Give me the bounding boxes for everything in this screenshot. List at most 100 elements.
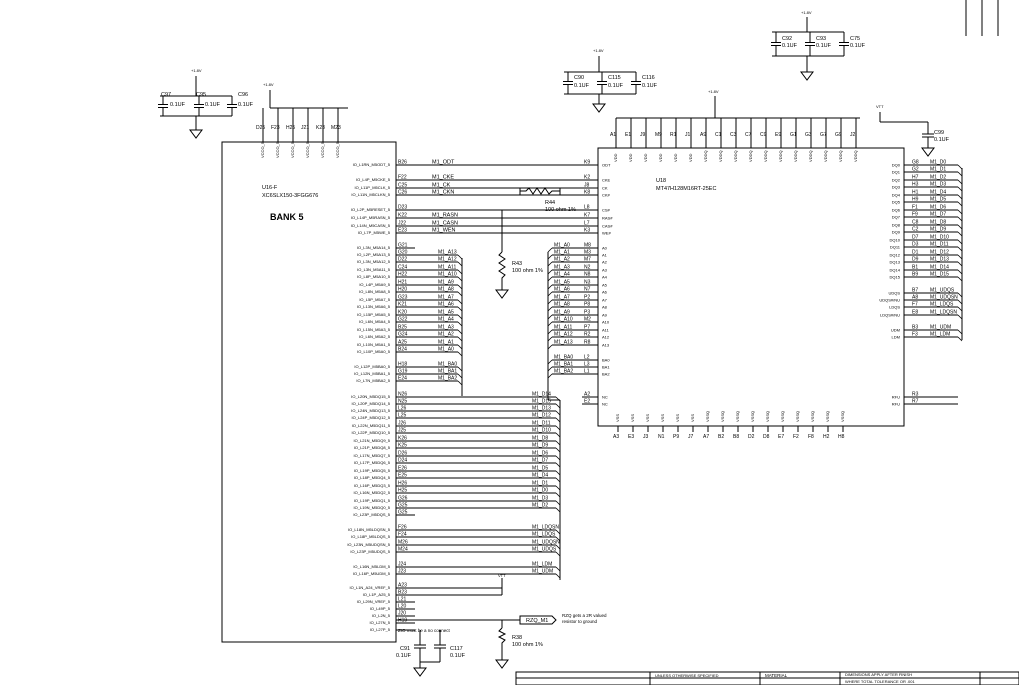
ddr-net-label: M1_D5 <box>930 197 946 203</box>
ddr-pin-name: A9 <box>602 313 608 318</box>
ddr-gnd-pin-number: H8 <box>838 434 845 440</box>
fpga-pin-name: IO_L19N_M5DQ0_5 <box>354 505 391 510</box>
net-label: M1_UDQS <box>532 547 557 553</box>
net-label: M1_A0 <box>438 347 454 353</box>
ddr-net-label: M1_D12 <box>930 250 949 256</box>
bus-entry <box>547 291 553 297</box>
ddr-pin-name: LDQS#/NU <box>880 313 900 318</box>
fpga-pin-name: IO_L8N_M5A8_5 <box>359 289 391 294</box>
bus-entry <box>547 314 553 320</box>
net-label: M1_D7 <box>532 458 548 464</box>
bus-nets: M1_ODTM1_CKEM1_CKM1_CKNM1_RASNM1_CASNM1_… <box>415 160 582 580</box>
net-label: M1_A3 <box>438 325 454 331</box>
bus-entry <box>457 299 463 305</box>
bus-entry <box>547 284 553 290</box>
net-label: M1_CK <box>432 183 451 189</box>
bus-entry <box>547 366 553 372</box>
ddr-gnd-pin-number: A7 <box>703 434 709 440</box>
vcc18-label: +1.8V <box>593 48 604 53</box>
power-pin-number: D25 <box>256 125 265 131</box>
net-label: M1_D11 <box>532 421 551 427</box>
fpga-pin-name: IO_L19P_M5DQ5_5 <box>354 468 391 473</box>
net-label: M1_A6 <box>554 287 570 293</box>
ddr-pin-name: UDQS#/NU <box>879 298 900 303</box>
bus-entry <box>555 410 561 416</box>
bus-entry <box>555 403 561 409</box>
ddr-pin-number: G2 <box>912 167 919 173</box>
fpga-pin-name: IO_L23P_M5DQS_5 <box>353 512 390 517</box>
cap-value: 0.1UF <box>642 83 658 89</box>
ddr-power-pin-name: VDD <box>658 153 663 162</box>
ddr-power-pin-number: G7 <box>820 132 827 138</box>
ddr2-u18: U18 MT47H128M16RT-25EC A1VDDE1VDDJ9VDDM9… <box>582 118 963 440</box>
fpga-power-pins: D25VCCO_5F23VCCO_5H25VCCO_5J21VCCO_5K23V… <box>256 108 341 158</box>
net-label: M1_CKN <box>432 190 454 196</box>
ground-icon <box>800 71 814 81</box>
net-label: M1_A6 <box>438 302 454 308</box>
fpga-pin-name: IO_L22P_M5DQ10_5 <box>352 430 391 435</box>
ddr-gnd-pin-name: VSSQ <box>705 411 710 422</box>
net-label: M1_BA2 <box>554 369 573 375</box>
net-label: M1_D6 <box>532 451 548 457</box>
ddr-pin-name: A11 <box>602 328 610 333</box>
ddr-pin-name: DQ7 <box>892 215 901 220</box>
fpga-pin-number: E25 <box>398 473 407 479</box>
fpga-pin-number: G25 <box>398 510 408 516</box>
cap-label: C117 <box>450 646 463 652</box>
fpga-pin-name: IO_L1RN_M5ODT_5 <box>353 162 391 167</box>
ddr-net-label: M1_D4 <box>930 190 946 196</box>
fpga-pin-number: H25 <box>398 488 407 494</box>
ddr-pin-number: P8 <box>584 302 590 308</box>
net-label: M1_BA0 <box>554 355 573 361</box>
ddr-pin-number: A2 <box>584 392 590 398</box>
ddr-pin-name: BA0 <box>602 358 610 363</box>
ddr-gnd-pin-number: B8 <box>733 434 739 440</box>
ddr-pin-number: B9 <box>912 272 918 278</box>
ddr-gnd-pin-number: D8 <box>763 434 770 440</box>
cap-value: 0.1UF <box>850 43 866 49</box>
bus-entry <box>555 447 561 453</box>
fpga-pin-name: IO_L20P_M5DQ14_5 <box>352 401 391 406</box>
fpga-pin-number: M24 <box>398 547 408 553</box>
fpga-pin-number: F22 <box>398 175 407 181</box>
fpga-pin-number: G22 <box>398 317 408 323</box>
ddr-pin-name: DQ3 <box>892 185 901 190</box>
cap-value: 0.1UF <box>782 43 798 49</box>
ddr-net-label: M1_D3 <box>930 182 946 188</box>
resistor-label: R43 <box>512 261 522 267</box>
fpga-pin-name: IO_L4P_M5CKE_5 <box>356 177 391 182</box>
bus-entry <box>555 573 561 579</box>
bus-entry <box>457 321 463 327</box>
bus-entry <box>957 329 963 335</box>
resistor-label: R38 <box>512 635 522 641</box>
bus-entry <box>957 306 963 312</box>
fpga-pin-number: D22 <box>398 257 407 263</box>
cap-label: C93 <box>816 36 826 42</box>
fpga-power-rail: +1.8V +1.8V C97 C95 C96 0.1UF 0.1UF 0.1U… <box>158 68 348 139</box>
fpga-pin-number: C24 <box>398 265 407 271</box>
net-label: M1_A5 <box>438 310 454 316</box>
cap-value: 0.1UF <box>816 43 832 49</box>
vtt-label-vref: VTT <box>498 573 506 578</box>
bus-entry <box>957 224 963 230</box>
ddr-power-pin-name: VDD <box>673 153 678 162</box>
ddr-gnd-pin-name: VSS <box>675 414 680 422</box>
fpga-pin-number: G19 <box>398 369 408 375</box>
net-label: M1_ODT <box>432 160 455 166</box>
ddr-gnd-pin-number: J3 <box>643 434 649 440</box>
net-label: M1_A0 <box>554 243 570 249</box>
zio-note: ZIO must be a no connect <box>398 628 451 633</box>
bus-entry <box>957 336 963 342</box>
fpga-pin-number: B26 <box>398 160 407 166</box>
ground-icon <box>495 659 509 669</box>
net-label: M1_D4 <box>532 473 548 479</box>
finish-note: WHERE TOTAL TOLERANCE OR .001 <box>845 679 916 684</box>
power-pin-number: K23 <box>316 125 325 131</box>
ddr-pin-name: A2 <box>602 260 608 265</box>
bus-entry <box>457 380 463 386</box>
ddr-pin-name: WE# <box>602 231 611 236</box>
bus-entry <box>555 477 561 483</box>
cap-value: 0.1UF <box>170 102 186 108</box>
fpga-pin-number: H21 <box>398 280 407 286</box>
